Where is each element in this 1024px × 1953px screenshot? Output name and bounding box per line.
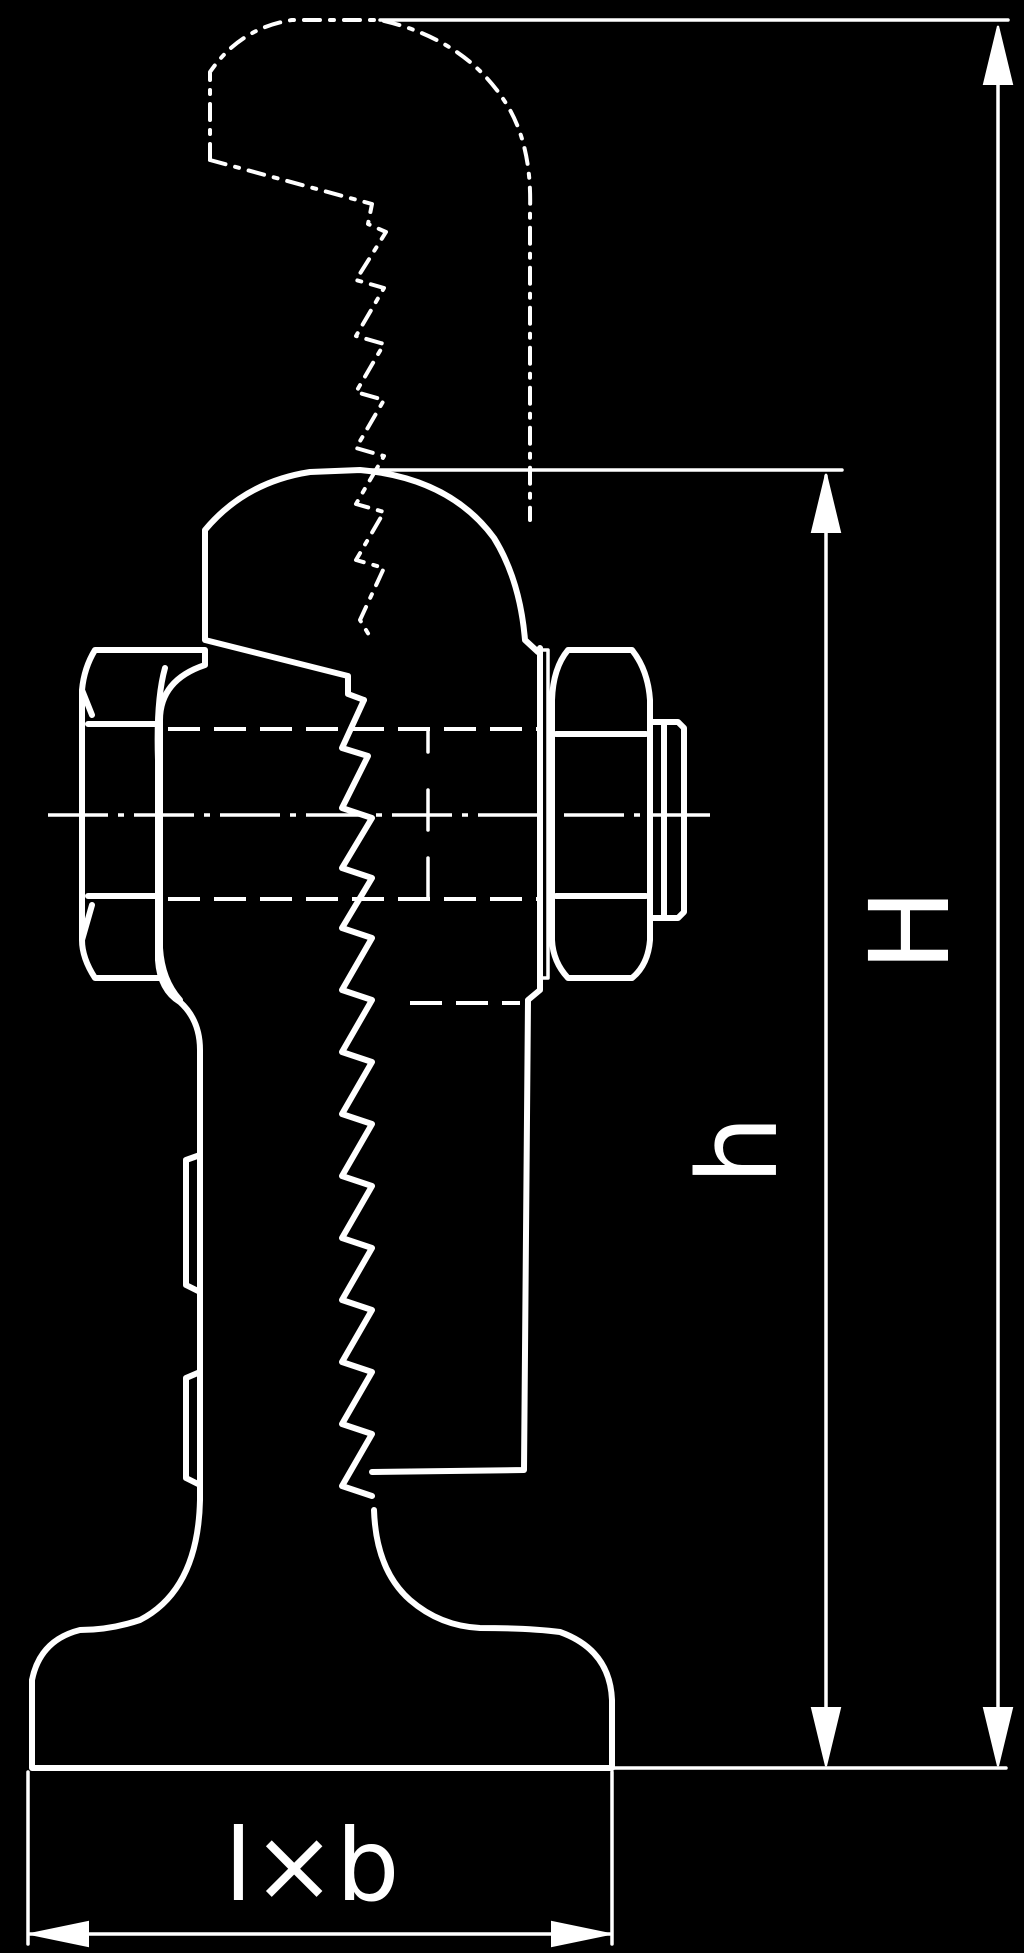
upper-jaw-raised-position bbox=[208, 18, 533, 642]
arrow-lxb-left bbox=[29, 1920, 89, 1948]
side-recess-upper bbox=[183, 1152, 203, 1295]
label-h: h bbox=[674, 1115, 802, 1185]
label-lxb: l×b bbox=[224, 1807, 399, 1924]
side-recess-lower bbox=[183, 1369, 203, 1488]
upper-jaw bbox=[202, 467, 543, 703]
arrow-lxb-right bbox=[551, 1920, 611, 1948]
arrow-H-bottom bbox=[982, 1707, 1014, 1767]
clamp-body bbox=[339, 697, 375, 1499]
bolt-end bbox=[647, 719, 687, 921]
label-H: H bbox=[846, 889, 974, 972]
arrow-H-top bbox=[982, 25, 1014, 85]
arrow-h-bottom bbox=[810, 1707, 842, 1767]
base-body bbox=[29, 665, 615, 1771]
right-hex-nut bbox=[549, 647, 653, 981]
left-hex-nut bbox=[79, 647, 208, 1003]
rear-guide bbox=[369, 647, 543, 1475]
arrow-h-top bbox=[810, 473, 842, 533]
